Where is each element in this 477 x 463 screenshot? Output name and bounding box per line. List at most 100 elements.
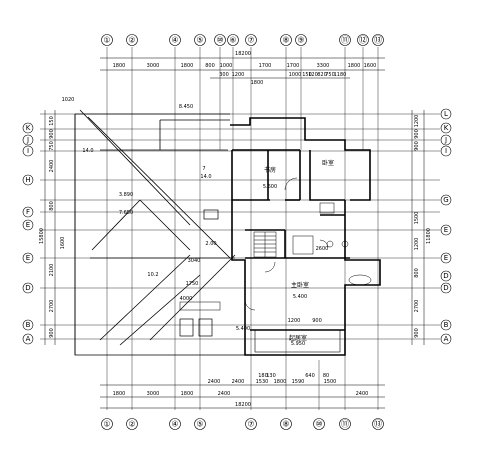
svg-text:⑦: ⑦ [247, 36, 254, 45]
svg-text:1200: 1200 [414, 238, 420, 251]
axis-bubble: F [22, 206, 34, 218]
svg-text:J: J [444, 136, 447, 144]
svg-text:⑫: ⑫ [359, 36, 367, 45]
svg-text:E: E [26, 254, 30, 262]
axis-bubble: ② [126, 34, 138, 46]
axis-bubble: J [440, 134, 452, 146]
roof-mark: 1750 [186, 281, 199, 287]
right-dimensions: 11800 1200 900 900 1500 1200 800 2700 90… [414, 115, 432, 338]
svg-text:1800: 1800 [251, 80, 264, 86]
roof-level: 10.2 [147, 272, 158, 278]
axis-bubble: ① [101, 34, 113, 46]
svg-text:①: ① [103, 36, 110, 45]
svg-text:820: 820 [317, 72, 327, 78]
room-label-master-bedroom: 主卧室 [291, 281, 309, 289]
svg-text:1200: 1200 [414, 115, 420, 128]
axis-bubble: E [440, 252, 452, 264]
svg-text:11800: 11800 [426, 228, 432, 244]
axis-bubble: ④ [169, 418, 181, 430]
svg-text:⑧: ⑧ [282, 36, 289, 45]
axis-bubble: ① [101, 418, 113, 430]
svg-text:2700: 2700 [414, 300, 420, 313]
svg-text:130: 130 [266, 373, 276, 379]
axis-bubble: I [440, 145, 452, 157]
svg-text:⑬: ⑬ [374, 36, 382, 45]
axis-bubble: ⑦ [245, 34, 257, 46]
axis-bubble: B [440, 319, 452, 331]
axis-bubble: J [22, 134, 34, 146]
svg-text:⑪: ⑪ [341, 36, 349, 45]
axis-bubble: E [440, 224, 452, 236]
axis-bubble: D [440, 270, 452, 282]
dim-mark: 1200 [288, 318, 301, 324]
svg-text:I: I [27, 147, 29, 155]
svg-text:⑪: ⑪ [341, 420, 349, 429]
level-entry: 5.950 [291, 341, 305, 347]
roof-level: 14.0 [82, 148, 93, 154]
svg-text:2400: 2400 [356, 391, 369, 397]
roof-mark: 3040 [188, 258, 201, 264]
axis-bubble: ④ [169, 34, 181, 46]
svg-text:L: L [444, 110, 448, 118]
svg-text:1200: 1200 [232, 72, 245, 78]
skylight [198, 318, 213, 337]
axis-bubble: ⑩ [313, 418, 325, 430]
svg-text:⑤: ⑤ [196, 36, 203, 45]
svg-text:1800: 1800 [181, 63, 194, 69]
svg-text:800: 800 [49, 201, 55, 211]
svg-text:⑧: ⑧ [282, 420, 289, 429]
svg-text:D: D [443, 284, 448, 292]
svg-text:E: E [444, 254, 448, 262]
bottom-axis-bubbles: ① ② ④ ⑤ ⑦ ⑧ ⑩ ⑪ ⑬ [101, 418, 384, 430]
svg-text:2400: 2400 [49, 160, 55, 173]
axis-bubble: A [22, 333, 34, 345]
top-dimension-row1: 1800 3000 1800 800 1000 1700 1700 3300 1… [113, 63, 377, 69]
top-dimension-row2: 300 1200 1000 150 1800 120 820 750 1180 [219, 72, 346, 86]
svg-text:⑤: ⑤ [196, 420, 203, 429]
svg-text:150: 150 [302, 72, 312, 78]
svg-text:④: ④ [171, 36, 178, 45]
svg-text:120: 120 [308, 72, 318, 78]
svg-text:1530: 1530 [256, 379, 269, 385]
svg-text:1800: 1800 [274, 379, 287, 385]
svg-text:①: ① [103, 420, 110, 429]
svg-text:K: K [26, 124, 31, 132]
axis-bubble: ⑧ [280, 34, 292, 46]
svg-text:E: E [26, 221, 30, 229]
axis-bubble: A [440, 333, 452, 345]
dim-mark: 2600 [316, 246, 329, 252]
roof-mark: 2.00 [205, 241, 216, 247]
roof-level: 14.0 [200, 174, 211, 180]
svg-text:900: 900 [49, 328, 55, 338]
roof-mark: 8.450 [179, 104, 193, 110]
svg-text:K: K [444, 124, 449, 132]
svg-text:E: E [444, 226, 448, 234]
svg-text:1800: 1800 [113, 391, 126, 397]
svg-text:180: 180 [258, 373, 268, 379]
room-label-living-room: 起居室 [289, 334, 307, 342]
stairs [253, 231, 277, 258]
axis-bubble: ⑩ [214, 34, 226, 46]
svg-text:②: ② [128, 36, 135, 45]
svg-text:⑨: ⑨ [297, 36, 304, 45]
svg-text:②: ② [128, 420, 135, 429]
svg-text:900: 900 [49, 129, 55, 139]
svg-text:3000: 3000 [147, 391, 160, 397]
axis-bubble: E [22, 252, 34, 264]
svg-text:750: 750 [325, 72, 335, 78]
roof-mark: 7.650 [119, 210, 133, 216]
bottom-total-dimension: 18200 [235, 402, 251, 408]
svg-text:1800: 1800 [348, 63, 361, 69]
svg-text:1800: 1800 [181, 391, 194, 397]
axis-bubble: G [440, 194, 452, 206]
svg-text:D: D [25, 284, 30, 292]
axis-bubble: L [440, 108, 452, 120]
svg-text:G: G [443, 196, 448, 204]
svg-text:⑦: ⑦ [247, 420, 254, 429]
balcony [254, 329, 341, 353]
axis-bubble: K [440, 122, 452, 134]
top-axis-bubbles: ① ② ④ ⑤ ⑩ ⑥ ⑦ ⑧ ⑨ ⑪ ⑫ ⑬ [101, 34, 384, 46]
svg-text:H: H [25, 176, 30, 184]
svg-text:1020: 1020 [62, 97, 75, 103]
